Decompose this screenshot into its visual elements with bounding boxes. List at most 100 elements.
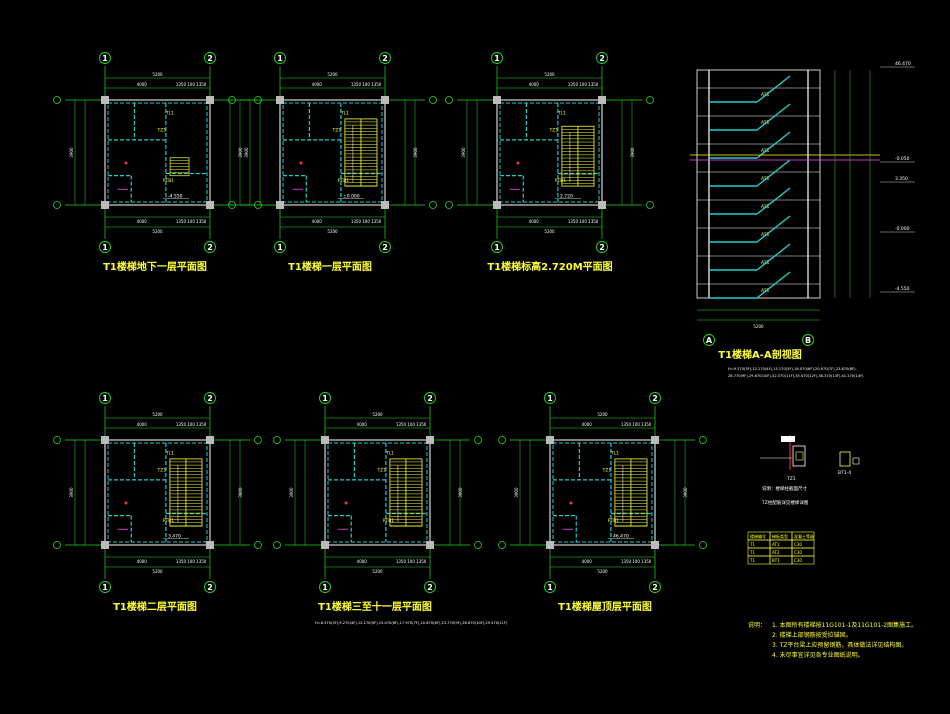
section-label-at: AT1: [761, 120, 769, 126]
corner-column-2: [101, 201, 109, 209]
section-level-1: -0.050: [895, 156, 910, 162]
label-ptb1: PTB1: [383, 518, 395, 524]
label-tz1: TZ1: [157, 468, 167, 474]
grid-a-left: [498, 541, 506, 549]
table-cell-text: BT1: [772, 558, 780, 563]
grid-2-bot-label: 2: [599, 243, 605, 252]
label-ptb1: PTB1: [163, 518, 175, 524]
section-frame: [696, 69, 821, 299]
dim-stair-top: 1350 100 1350: [351, 82, 382, 87]
dim-overall-top: 5200: [152, 412, 163, 417]
beam-outline: [499, 102, 600, 203]
dim-left-bot: 4000: [137, 219, 148, 224]
grid-1-top-label: 1: [547, 394, 553, 403]
table-cell: [791, 555, 815, 565]
grid-1-bot-label: 1: [102, 583, 108, 592]
dim-overall-bot: 5200: [372, 569, 383, 574]
table-cell-text: AT2: [772, 550, 780, 555]
dim-stair-top: 1350 100 1350: [396, 422, 427, 427]
corner-column-3: [426, 541, 434, 549]
table-cell-text: 梯板类型: [772, 533, 788, 539]
grid-1-bot-bubble: [319, 581, 331, 593]
dim-height-left: 3900: [244, 147, 249, 158]
section-flight-b: [756, 243, 791, 271]
corner-column-3: [598, 201, 606, 209]
grid-a-left: [53, 541, 61, 549]
table-cell-text: 混凝土等级: [794, 533, 814, 539]
corner-column-3: [206, 541, 214, 549]
grid-2-bot-label: 2: [207, 243, 213, 252]
grid-2-top-bubble: [596, 52, 608, 64]
corner-column-2: [321, 541, 329, 549]
corner-column-0: [546, 436, 554, 444]
grid-2-top-label: 2: [207, 54, 213, 63]
section-level-0: 46.470: [895, 61, 911, 67]
corner-column-3: [206, 201, 214, 209]
section-flight-b: [756, 187, 791, 215]
section-aa: AT1AT1AT1AT1AT1AT1AT1AT146.470-0.0503.35…: [690, 61, 915, 346]
dim-overall-bot: 5200: [152, 229, 163, 234]
dim-overall-top: 5200: [372, 412, 383, 417]
stair-flight: [169, 458, 203, 527]
dim-height-left: 3900: [69, 147, 74, 158]
grid-b-left: [498, 436, 506, 444]
section-label-at: AT1: [761, 288, 769, 294]
label-ptb1: PTB1: [608, 518, 620, 524]
corner-column-0: [276, 96, 284, 104]
dim-overall-bot: 5200: [327, 229, 338, 234]
label-tz1: TZ1: [332, 128, 342, 134]
label-tz1: TZ1: [157, 128, 167, 134]
dim-height-right: 3900: [413, 147, 418, 158]
label-tl1: TL1: [165, 111, 174, 117]
note-3: 3. TZ平台梁上应预留钢筋，具体做法详见结构图。: [772, 641, 907, 649]
grid-1-top-bubble: [491, 52, 503, 64]
level-text: 2.720: [560, 194, 573, 200]
section-level-3: -0.000: [895, 226, 910, 232]
grid-a-left: [273, 541, 281, 549]
label-ptb1: PTB1: [555, 178, 567, 184]
beam-outline: [282, 102, 383, 203]
grid-1-top-label: 1: [494, 54, 500, 63]
corner-column-2: [546, 541, 554, 549]
plan-title-1f: T1楼梯一层平面图: [288, 260, 372, 273]
dim-left-bot: 4000: [312, 219, 323, 224]
floor-plans-group: 1 2 1 2 5200 4000 1350 100 1350 5200 4000 1350 10…: [53, 52, 707, 593]
note-4: 4. 未尽事宜详见各专业图纸说明。: [772, 651, 864, 659]
grid-a-right: [699, 541, 707, 549]
plan-title-2720: T1楼梯标高2.720M平面图: [487, 260, 612, 273]
section-flight-b: [756, 159, 791, 187]
label-tl1: TL1: [340, 111, 349, 117]
section-label-at: AT1: [761, 260, 769, 266]
label-tz1: TZ1: [549, 128, 559, 134]
corner-column-3: [381, 201, 389, 209]
label-ptb1: PTB1: [163, 178, 175, 184]
grid-1-bot-label: 1: [102, 243, 108, 252]
section-flight-b: [756, 215, 791, 243]
detail-label-bt1: BT1-4: [838, 470, 851, 476]
grid-2-bot-bubble: [649, 581, 661, 593]
outer-wall: [496, 99, 603, 206]
outer-wall: [549, 439, 656, 546]
level-text: ±0.000: [343, 194, 360, 200]
section-note-2: 26.770(9F),29.670(10F),32.570(11F),35.47…: [728, 374, 864, 378]
dim-stair-top: 1350 100 1350: [568, 82, 599, 87]
grid-b-left: [273, 436, 281, 444]
grid-2-top-label: 2: [207, 394, 213, 403]
dim-left-bot: 4000: [357, 559, 368, 564]
section-flight-b: [756, 103, 791, 131]
dim-stair-bot: 1350 100 1350: [396, 559, 427, 564]
dim-stair-top: 1350 100 1350: [176, 82, 207, 87]
section-label-at: AT1: [761, 232, 769, 238]
dim-height-right: 3900: [458, 487, 463, 498]
grid-2-top-bubble: [204, 392, 216, 404]
corner-column-1: [206, 96, 214, 104]
grid-2-top-bubble: [424, 392, 436, 404]
section-grid-b-lbl: B: [805, 336, 811, 345]
section-flight-b: [756, 131, 791, 159]
marker-dot: [344, 501, 348, 505]
